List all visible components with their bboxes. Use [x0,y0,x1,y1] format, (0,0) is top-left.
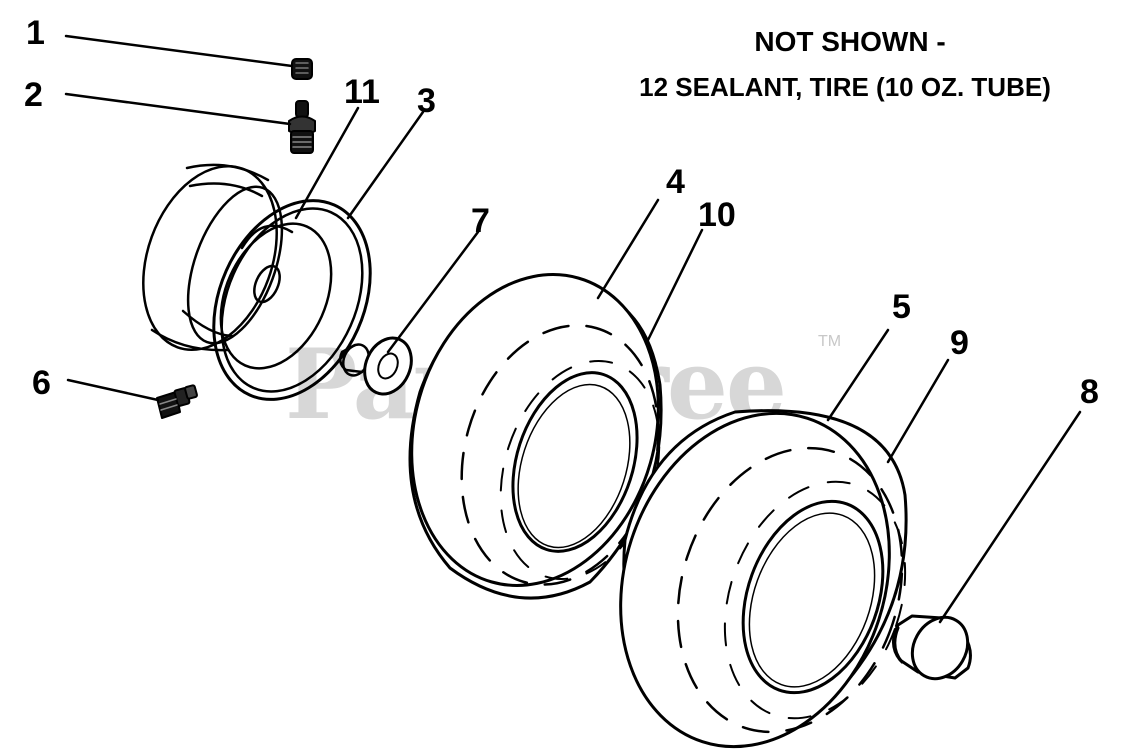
leader-9 [886,358,950,464]
callout-9[interactable]: 9 [950,324,969,362]
callout-6[interactable]: 6 [32,364,51,402]
leader-1 [64,34,294,68]
callout-8[interactable]: 8 [1080,373,1099,411]
part-6-grease-fitting[interactable] [156,384,198,419]
not-shown-title: NOT SHOWN - [754,26,946,57]
leader-10 [646,228,704,342]
watermark-tm: TM [818,333,841,350]
part-7-bushing[interactable] [338,331,420,402]
leader-6 [66,378,160,402]
leader-4 [596,198,660,300]
callout-1[interactable]: 1 [26,14,45,52]
callout-7[interactable]: 7 [471,202,490,240]
part-3-wheel-rim[interactable] [119,148,400,425]
callout-5[interactable]: 5 [892,288,911,326]
callout-10[interactable]: 10 [698,196,736,234]
leader-8 [938,410,1082,624]
part-8-bearing[interactable] [892,607,978,688]
part-1-valve-cap[interactable] [291,58,313,80]
part-5-tire[interactable] [579,378,938,751]
callout-2[interactable]: 2 [24,76,43,114]
callout-numbers: 1 2 11 3 7 6 4 10 5 9 8 [24,14,1099,411]
callout-4[interactable]: 4 [666,163,685,201]
leader-11 [294,106,360,220]
part-2-valve-stem[interactable] [288,100,316,154]
leader-5 [826,328,890,422]
leader-2 [64,92,292,126]
leader-lines [64,34,1082,624]
leader-3 [346,110,425,220]
callout-11[interactable]: 11 [344,73,380,111]
not-shown-item: 12 SEALANT, TIRE (10 OZ. TUBE) [639,72,1051,102]
part-4-tire[interactable] [376,245,694,615]
callout-3[interactable]: 3 [417,82,436,120]
leader-7 [386,230,480,354]
